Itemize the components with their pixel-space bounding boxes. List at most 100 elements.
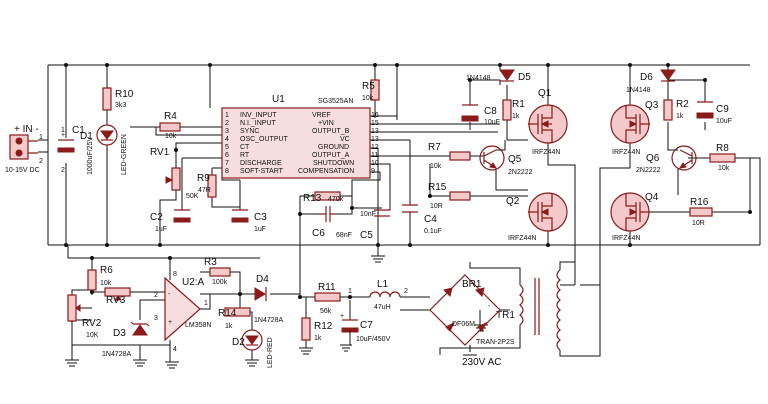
svg-text:R2: R2	[676, 99, 689, 110]
mosfet-q4: Q4 IRFZ44N	[610, 192, 659, 242]
svg-text:C3: C3	[254, 212, 267, 223]
svg-text:230V AC: 230V AC	[462, 357, 501, 368]
svg-text:D5: D5	[518, 72, 531, 83]
capacitor-c3: C3 1uF	[231, 209, 267, 233]
svg-text:GROUND: GROUND	[318, 144, 349, 151]
svg-text:1: 1	[348, 288, 352, 295]
input-connector: + IN - 10-15V DC 1 2	[5, 124, 43, 174]
svg-text:C4: C4	[424, 214, 437, 225]
svg-text:2: 2	[154, 292, 158, 299]
transistor-q5: Q5 2N2222	[479, 145, 533, 176]
svg-text:10K: 10K	[86, 332, 99, 339]
svg-text:R13: R13	[303, 193, 322, 204]
svg-text:+VIN: +VIN	[318, 120, 334, 127]
svg-text:RT: RT	[240, 152, 250, 159]
svg-text:7: 7	[225, 160, 229, 167]
transistor-q6: Q6 2N2222	[636, 145, 697, 174]
svg-text:IRFZ44N: IRFZ44N	[508, 235, 536, 242]
svg-text:4: 4	[173, 346, 177, 353]
mosfet-q1: Q1 IRFZ44N	[528, 88, 568, 156]
transformer-tr1: TR1 TRAN-2P2S	[476, 261, 601, 357]
svg-text:50K: 50K	[186, 193, 199, 200]
svg-text:Q4: Q4	[645, 192, 659, 203]
svg-text:CT: CT	[240, 144, 250, 151]
svg-text:13: 13	[371, 128, 379, 135]
diode-d5: D5 1N4148	[466, 69, 531, 83]
svg-text:8: 8	[225, 168, 229, 175]
svg-text:OUTPUT_B: OUTPUT_B	[312, 128, 350, 135]
svg-text:47uH: 47uH	[374, 304, 391, 311]
svg-text:D6: D6	[640, 72, 653, 83]
input-label: + IN -	[14, 124, 39, 135]
svg-text:TRAN-2P2S: TRAN-2P2S	[476, 339, 515, 346]
led-d2: D2 LED-RED	[232, 329, 274, 368]
diode-d4: D4 1N4728A	[254, 274, 284, 324]
capacitor-c6: C6 68nF	[312, 206, 352, 239]
svg-text:VC: VC	[340, 136, 350, 143]
svg-text:R4: R4	[164, 111, 177, 122]
svg-text:R10: R10	[115, 89, 134, 100]
potentiometer-rv1: RV1 50K	[150, 147, 199, 200]
svg-text:SHUTDOWN: SHUTDOWN	[313, 160, 354, 167]
capacitor-c4: C4 0.1uF	[402, 204, 442, 235]
svg-text:LM358N: LM358N	[185, 322, 211, 329]
svg-text:2: 2	[225, 120, 229, 127]
svg-text:R9: R9	[197, 173, 210, 184]
mains-label: 230V AC	[462, 357, 501, 368]
svg-text:R5: R5	[362, 81, 375, 92]
junction-dots	[64, 63, 752, 322]
c1-pin1: 1	[61, 127, 65, 134]
svg-text:BR1: BR1	[462, 279, 482, 290]
svg-text:R15: R15	[428, 182, 447, 193]
svg-text:IRFZ44N: IRFZ44N	[532, 149, 560, 156]
resistor-r14: R14 1k	[218, 307, 251, 330]
resistor-r12: R12 1k	[301, 317, 333, 342]
svg-text:3: 3	[225, 128, 229, 135]
svg-text:D4: D4	[256, 274, 269, 285]
svg-text:2N2222: 2N2222	[636, 167, 661, 174]
svg-text:10nF: 10nF	[360, 211, 376, 218]
svg-text:LED-GREEN: LED-GREEN	[121, 134, 128, 175]
svg-text:10k: 10k	[362, 95, 374, 102]
svg-text:IRFZ44N: IRFZ44N	[612, 235, 640, 242]
svg-text:R16: R16	[690, 197, 709, 208]
svg-text:1N4728A: 1N4728A	[254, 317, 284, 324]
resistor-r7: R7 10k	[428, 142, 471, 170]
svg-text:0.1uF: 0.1uF	[424, 228, 442, 235]
resistor-r13: R13 470k	[303, 191, 344, 204]
input-pin2: 2	[39, 158, 43, 165]
svg-text:TR1: TR1	[496, 310, 515, 321]
svg-text:1uF: 1uF	[155, 226, 167, 233]
ic-u1: U1 SG3525AN 1 INV_INPUT 2 N.I._INPUT 3 S…	[221, 94, 379, 179]
opamp-u2: - + U2:A LM358N 8 4 2 3 1	[154, 271, 211, 353]
c1-value: 1000uF/25V	[87, 137, 94, 175]
svg-text:10k: 10k	[100, 280, 112, 287]
svg-text:D1: D1	[80, 131, 93, 142]
c1-pin2: 2	[61, 167, 65, 174]
svg-text:R6: R6	[100, 265, 113, 276]
svg-text:47R: 47R	[198, 187, 211, 194]
svg-text:D2: D2	[232, 337, 245, 348]
svg-text:D3: D3	[113, 328, 126, 339]
svg-text:9: 9	[371, 168, 375, 175]
svg-text:10uF: 10uF	[484, 119, 500, 126]
svg-text:8: 8	[173, 271, 177, 278]
resistor-r11: R11 56k	[314, 282, 341, 315]
svg-text:C6: C6	[312, 228, 325, 239]
svg-text:SOFT-START: SOFT-START	[240, 168, 284, 175]
svg-text:RV3: RV3	[106, 295, 126, 306]
resistor-r1: R1 1k	[502, 99, 525, 121]
resistor-r10: R10 3k3	[102, 87, 134, 111]
svg-text:1: 1	[204, 300, 208, 307]
svg-text:1N4148: 1N4148	[466, 75, 491, 82]
svg-text:1uF: 1uF	[254, 226, 266, 233]
potentiometer-rv2: RV2 10K	[67, 294, 102, 339]
svg-text:N.I._INPUT: N.I._INPUT	[240, 120, 277, 127]
resistor-r2: R2 1k	[663, 99, 689, 121]
svg-text:COMPENSATION: COMPENSATION	[298, 168, 354, 175]
svg-text:+: +	[61, 132, 65, 139]
svg-text:VREF: VREF	[312, 112, 331, 119]
resistor-r6: R6 10k	[87, 265, 113, 291]
svg-text:10uF/450V: 10uF/450V	[356, 336, 391, 343]
